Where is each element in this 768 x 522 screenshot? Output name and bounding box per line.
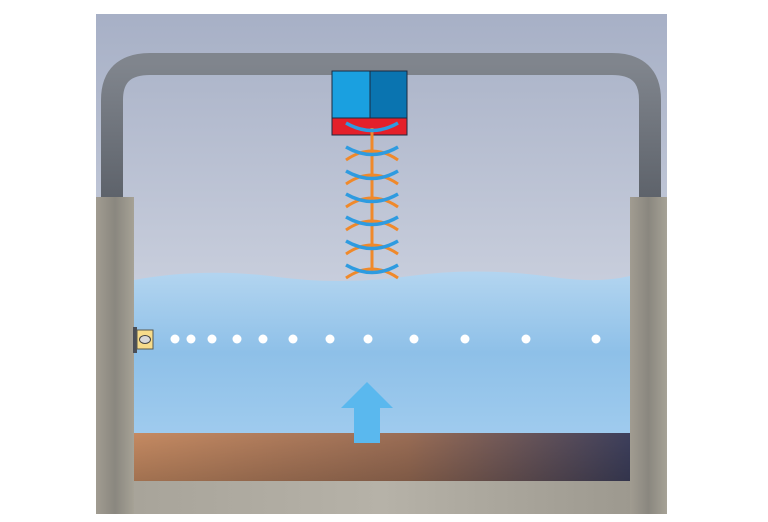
tank-floor bbox=[134, 481, 630, 514]
sensor-housing-right bbox=[369, 70, 408, 119]
emitted-wave bbox=[345, 215, 399, 227]
emitted-wave bbox=[345, 121, 399, 133]
emitted-wave bbox=[345, 192, 399, 204]
sensor-transducer bbox=[331, 117, 408, 136]
emitted-wave bbox=[345, 145, 399, 157]
side-sensor-lens bbox=[139, 335, 151, 344]
reflected-wave bbox=[345, 267, 399, 280]
particle bbox=[363, 334, 373, 344]
reflected-wave bbox=[345, 173, 399, 186]
reflected-wave bbox=[345, 149, 399, 162]
side-sensor-mount bbox=[133, 327, 137, 353]
particle bbox=[409, 334, 419, 344]
upward-arrow-icon bbox=[341, 382, 393, 443]
emitted-wave bbox=[345, 239, 399, 251]
reflected-wave bbox=[345, 219, 399, 232]
particle bbox=[186, 334, 196, 344]
emitted-wave bbox=[345, 263, 399, 275]
sediment-shade bbox=[134, 433, 630, 481]
water-body bbox=[134, 271, 630, 434]
emitted-wave bbox=[345, 169, 399, 181]
left-wall bbox=[96, 197, 134, 514]
support-pipe bbox=[101, 53, 661, 200]
reflected-wave bbox=[345, 243, 399, 256]
particle bbox=[325, 334, 335, 344]
reflected-wave bbox=[345, 196, 399, 209]
suspended-particles bbox=[170, 334, 601, 344]
particle bbox=[521, 334, 531, 344]
ultrasonic-sensor bbox=[331, 70, 408, 136]
particle bbox=[591, 334, 601, 344]
sensor-housing-left bbox=[331, 70, 371, 119]
sound-wave-signal bbox=[345, 121, 399, 280]
particle bbox=[170, 334, 180, 344]
particle bbox=[460, 334, 470, 344]
particle bbox=[258, 334, 268, 344]
right-wall bbox=[630, 197, 667, 514]
particle bbox=[288, 334, 298, 344]
particle bbox=[207, 334, 217, 344]
particle bbox=[232, 334, 242, 344]
